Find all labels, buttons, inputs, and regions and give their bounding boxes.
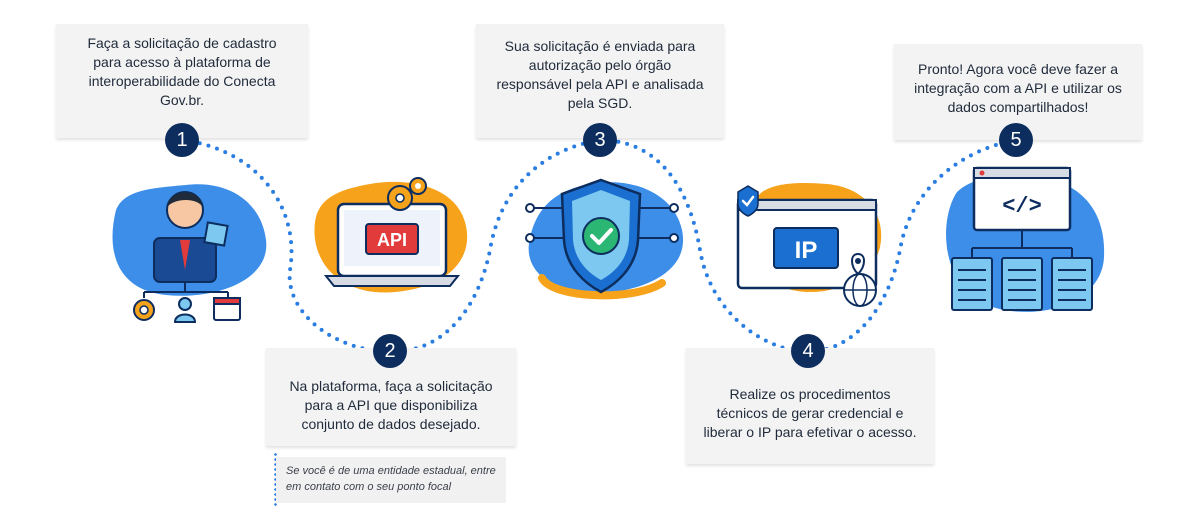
step-5-text: Pronto! Agora você deve fazer a integraç… [914, 60, 1122, 115]
person-org-chart-icon [112, 184, 267, 323]
api-label: API [377, 230, 407, 250]
code-label: </> [1002, 194, 1042, 219]
step-2-badge: 2 [373, 334, 407, 368]
step-4-badge: 4 [791, 334, 825, 368]
note-dotted-line [274, 452, 277, 508]
api-laptop-icon: API [314, 177, 468, 293]
ip-monitor-icon: IP [736, 182, 882, 307]
step-1-box: Faça a solicitação de cadastro para aces… [56, 24, 308, 138]
focal-point-note: Se você é de uma entidade estadual, entr… [276, 457, 506, 503]
ip-label: IP [795, 237, 818, 264]
step-4-text: Realize os procedimentos técnicos de ger… [703, 385, 917, 440]
shield-check-icon [525, 178, 684, 300]
step-1-badge: 1 [165, 123, 199, 157]
step-3-text: Sua solicitação é enviada para autorizaç… [496, 38, 704, 111]
step-5-badge: 5 [999, 123, 1033, 157]
step-1-text: Faça a solicitação de cadastro para aces… [87, 35, 277, 108]
code-database-icon: </> [946, 166, 1105, 312]
step-3-box: Sua solicitação é enviada para autorizaç… [476, 24, 724, 138]
step-2-text: Na plataforma, faça a solicitação para a… [289, 377, 493, 432]
step-5-box: Pronto! Agora você deve fazer a integraç… [894, 44, 1142, 140]
step-3-badge: 3 [583, 123, 617, 157]
